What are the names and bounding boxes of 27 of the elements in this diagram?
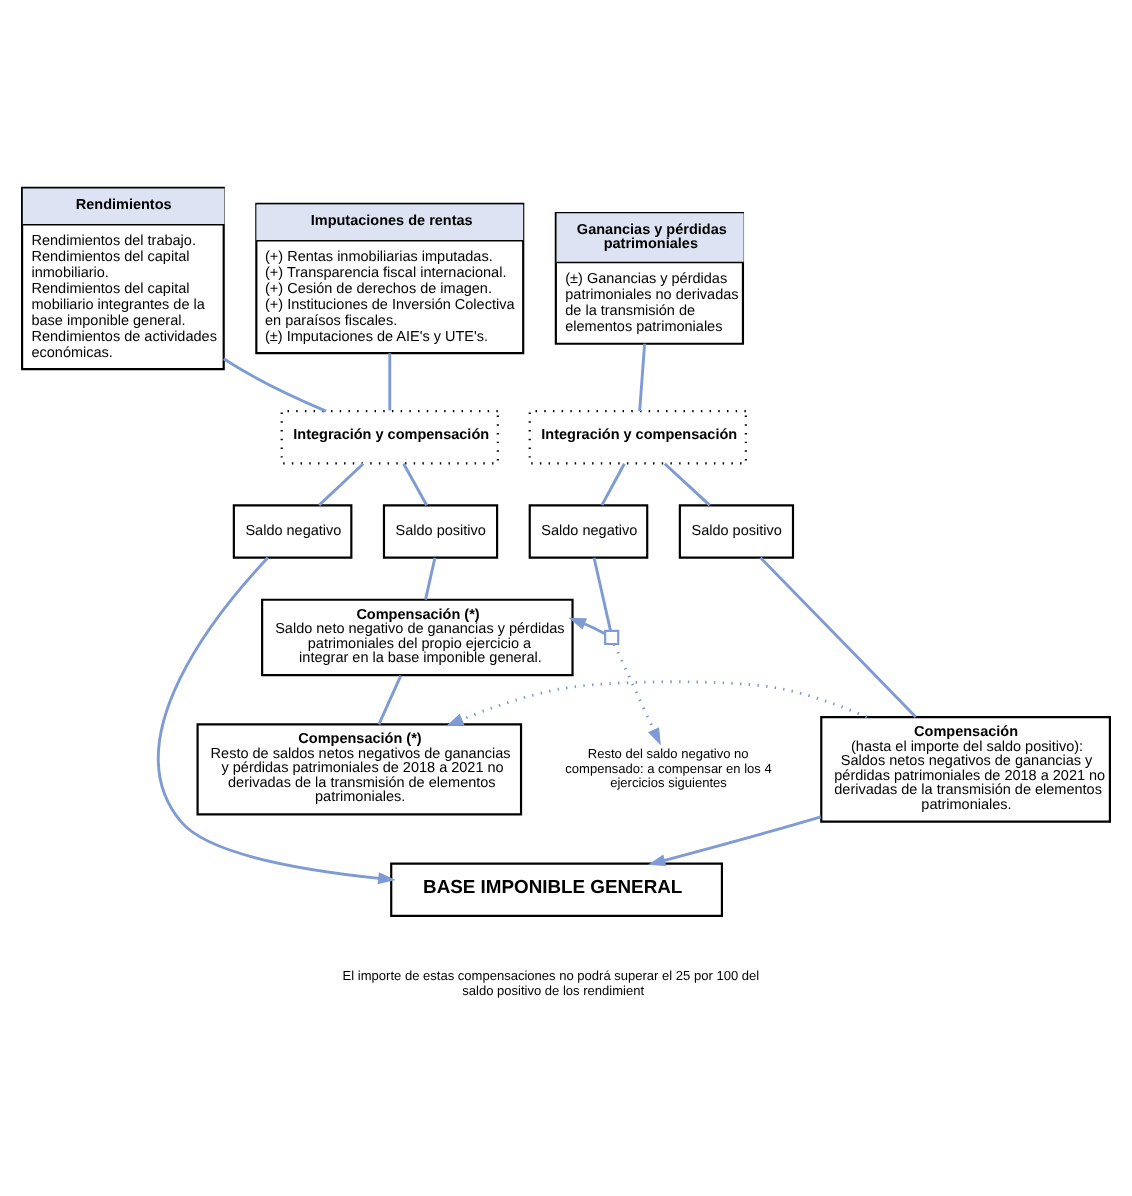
- connector: [759, 555, 917, 717]
- connector: [424, 556, 437, 599]
- arrow: [648, 814, 822, 866]
- node-box: [604, 628, 620, 645]
- node-box: Saldo negativo: [528, 503, 649, 558]
- connector: [663, 461, 711, 506]
- node-box: Compensación (*) Resto de saldos netos negativos de ganancias y pérdidas patrimoniales de 2018 a 2021 no derivadas de la transmisión de elementos patrimoniales.: [196, 722, 523, 815]
- node-box: Integración y compensación: [280, 409, 499, 464]
- node-box: Saldo positivo: [678, 503, 795, 558]
- connector: [388, 352, 392, 410]
- connector: [402, 462, 428, 505]
- connector: [223, 356, 327, 412]
- connector: [318, 461, 365, 506]
- arrow: [612, 642, 661, 745]
- node-box: Saldo positivo: [382, 503, 499, 558]
- connector: [592, 556, 612, 630]
- arrow: [445, 679, 868, 726]
- connector: [638, 342, 647, 411]
- node-box: Saldo negativo: [232, 503, 353, 558]
- node-box: Integración y compensación: [528, 409, 747, 464]
- node-box: BASE IMPONIBLE GENERAL: [390, 861, 723, 916]
- connector: [600, 462, 626, 505]
- node-box: Compensación (hasta el importe del saldo positivo): Saldos netos negativos de ganancias y pérdidas patrimoniales de 2018 a 2021 no derivadas de la transmisión de elementos patrimoniales.: [820, 715, 1111, 822]
- arrow: [568, 616, 606, 634]
- arrow: [157, 555, 396, 884]
- node-box: Compensación (*) Saldo neto negativo de ganancias y pérdidas patrimoniales del propio ejercicio a integrar en la base imponible general.: [261, 597, 574, 676]
- connector: [377, 673, 403, 724]
